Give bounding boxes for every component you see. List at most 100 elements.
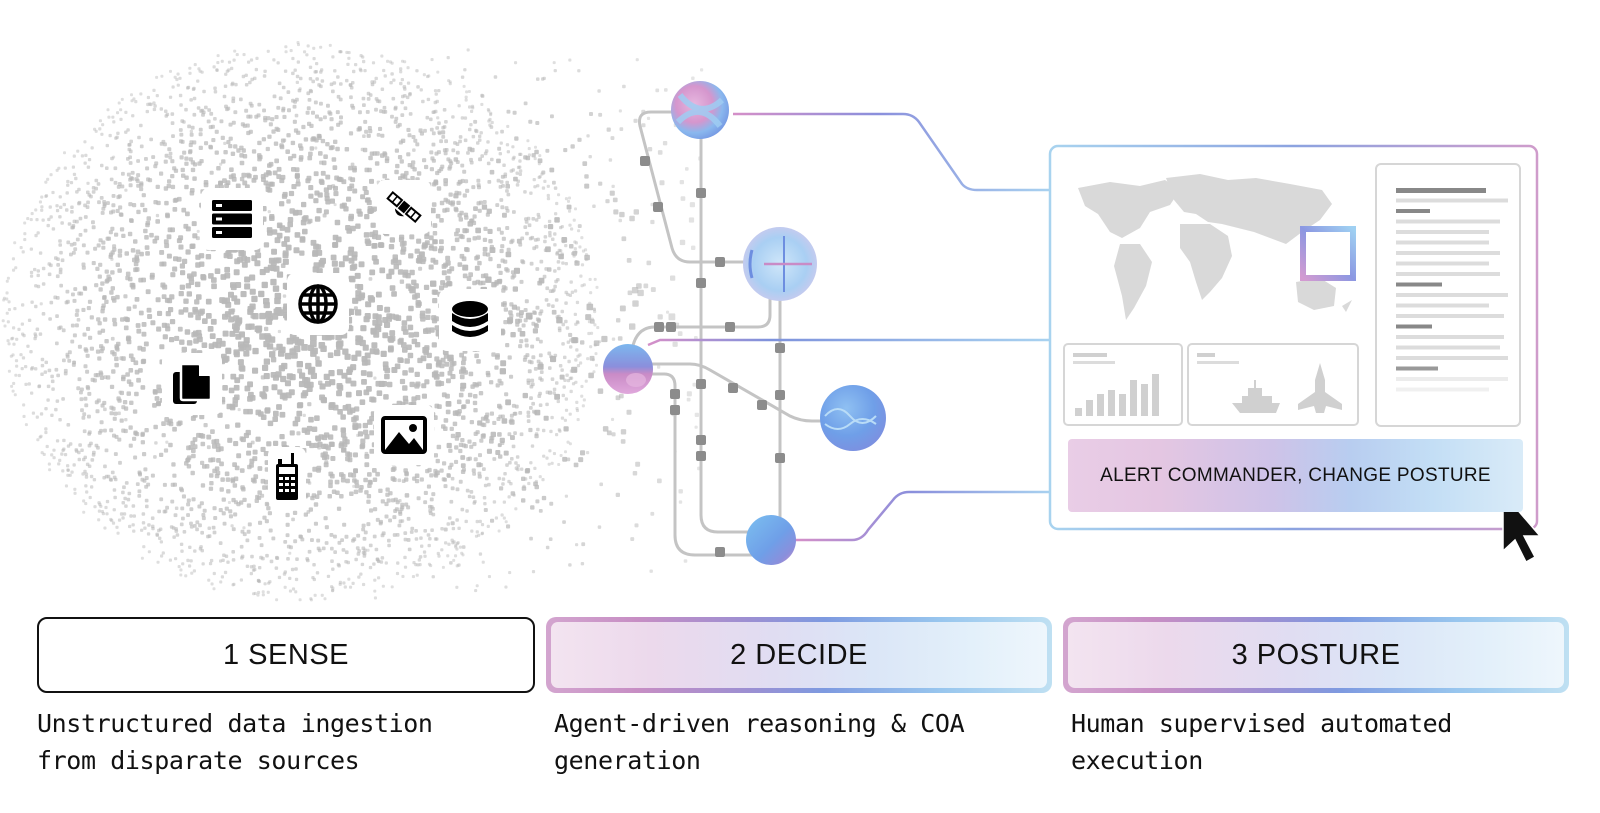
data-particle xyxy=(327,494,332,499)
source-tile-radio xyxy=(268,447,306,507)
data-particle xyxy=(346,62,350,66)
data-particle xyxy=(342,522,347,527)
data-particle xyxy=(209,473,214,478)
data-particle xyxy=(233,512,238,517)
data-particle xyxy=(57,166,61,170)
data-particle xyxy=(395,124,400,129)
data-particle xyxy=(577,69,581,73)
data-particle xyxy=(149,102,153,107)
data-particle xyxy=(186,502,191,507)
data-particle xyxy=(448,448,453,453)
data-particle xyxy=(256,113,261,118)
data-particle xyxy=(634,523,639,528)
data-particle xyxy=(55,314,59,318)
data-particle xyxy=(359,572,363,576)
data-particle xyxy=(462,467,466,472)
data-particle xyxy=(80,448,84,452)
region-selection-box[interactable] xyxy=(1300,226,1356,281)
data-particle xyxy=(519,314,524,319)
data-particle xyxy=(512,210,516,214)
data-particle xyxy=(678,500,683,504)
data-particle xyxy=(268,580,272,584)
data-particle xyxy=(215,68,219,72)
data-particle xyxy=(504,392,509,397)
data-particle xyxy=(233,144,238,149)
data-particle xyxy=(29,274,34,278)
data-particle xyxy=(509,169,514,173)
data-particle xyxy=(287,108,291,113)
data-particle xyxy=(419,477,424,482)
data-particle xyxy=(299,534,303,539)
data-particle xyxy=(302,413,306,417)
data-particle xyxy=(378,380,385,387)
mini-bar xyxy=(1097,394,1104,416)
data-particle xyxy=(423,284,430,290)
data-particle xyxy=(12,381,16,385)
data-particle xyxy=(194,281,201,288)
data-particle xyxy=(393,106,398,111)
data-particle xyxy=(289,430,295,436)
data-particle xyxy=(319,84,323,89)
data-particle xyxy=(314,114,319,119)
data-particle xyxy=(289,374,296,381)
data-particle xyxy=(210,582,214,586)
data-particle xyxy=(594,352,598,356)
data-particle xyxy=(126,497,131,502)
data-particle xyxy=(557,193,561,197)
data-particle xyxy=(390,259,397,265)
alert-commander-button[interactable]: ALERT COMMANDER, CHANGE POSTURE xyxy=(1068,439,1523,512)
data-particle xyxy=(402,347,408,353)
mini-bar xyxy=(1152,374,1159,416)
data-particle xyxy=(573,289,578,293)
data-particle xyxy=(97,330,102,335)
data-particle xyxy=(364,129,369,134)
data-particle xyxy=(130,99,134,103)
data-particle xyxy=(276,166,282,172)
data-particle xyxy=(12,326,16,330)
data-particle xyxy=(563,355,567,360)
data-particle xyxy=(261,137,266,142)
data-particle xyxy=(109,210,113,215)
data-particle xyxy=(69,181,74,185)
route-node xyxy=(670,405,680,415)
data-particle xyxy=(433,316,439,322)
data-particle xyxy=(320,79,325,83)
data-particle xyxy=(86,326,91,331)
data-particle xyxy=(86,190,90,195)
data-particle xyxy=(296,410,303,417)
data-particle xyxy=(467,392,473,398)
data-particle xyxy=(224,183,229,188)
agent-orb-wave[interactable] xyxy=(820,385,886,451)
data-particle xyxy=(313,521,318,526)
data-particle xyxy=(439,468,444,473)
agent-orb-banded[interactable] xyxy=(603,344,653,394)
data-particle xyxy=(242,532,247,537)
data-particle xyxy=(592,307,596,311)
data-particle xyxy=(568,58,572,62)
data-particle xyxy=(34,208,38,212)
data-particle xyxy=(222,94,227,99)
data-particle xyxy=(144,428,149,433)
data-particle xyxy=(450,521,455,526)
agent-orb-gradient[interactable] xyxy=(746,515,796,565)
data-particle xyxy=(426,97,431,102)
data-particle xyxy=(611,417,615,421)
data-particle xyxy=(582,283,586,287)
agent-orb-swirl[interactable] xyxy=(671,81,729,139)
data-particle xyxy=(460,116,465,120)
data-particle xyxy=(237,408,241,412)
data-particle xyxy=(570,227,574,231)
data-particle xyxy=(423,554,427,558)
data-particle xyxy=(250,440,255,445)
data-particle xyxy=(401,479,406,483)
data-particle xyxy=(219,162,223,166)
data-particle xyxy=(518,159,522,163)
agent-orb-crosshair[interactable] xyxy=(743,227,817,301)
data-particle xyxy=(507,495,511,499)
data-particle xyxy=(588,155,592,159)
data-particle xyxy=(251,568,256,572)
data-particle xyxy=(555,381,559,385)
data-particle xyxy=(388,345,394,352)
stage-title: 1 SENSE xyxy=(223,638,349,671)
data-particle xyxy=(179,139,183,144)
